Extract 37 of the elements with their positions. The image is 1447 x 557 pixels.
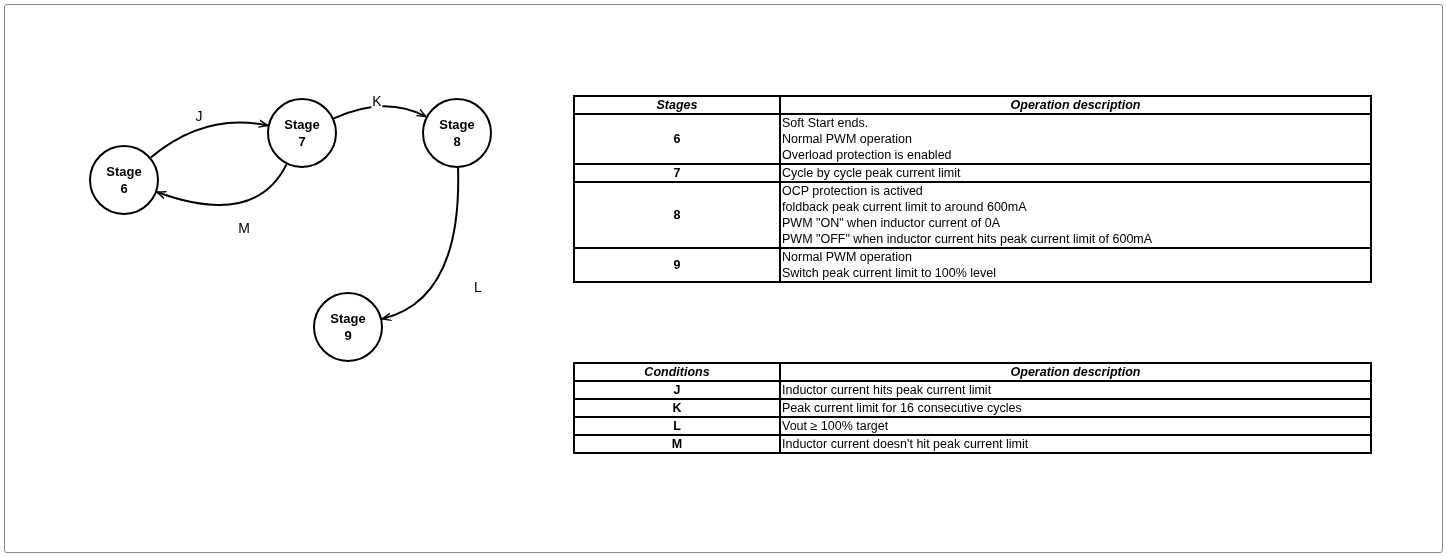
table-cell: Vout ≥ 100% target — [782, 418, 889, 434]
table-cell: Cycle by cycle peak current limit — [782, 165, 961, 181]
state-label: Stage 6 — [105, 163, 143, 197]
table-cell: Overload protection is enabled — [782, 147, 952, 163]
column-header: Stages — [656, 97, 698, 113]
table-cell: Inductor current hits peak current limit — [782, 382, 992, 398]
table-cell: OCP protection is actived — [782, 183, 923, 199]
column-header: Operation description — [1010, 364, 1141, 380]
transition-arrow — [149, 119, 269, 159]
table-cell: 7 — [673, 165, 681, 181]
table-cell: PWM "ON" when inductor current of 0A — [782, 215, 1000, 231]
table-cell: L — [673, 418, 681, 434]
table-cell: Switch peak current limit to 100% level — [782, 265, 996, 281]
column-header: Operation description — [1010, 97, 1141, 113]
transition-arrow — [155, 163, 288, 206]
table-cell: 6 — [673, 131, 681, 147]
table-cell: K — [672, 400, 682, 416]
state-label: Stage 9 — [329, 310, 367, 344]
edge-label: L — [473, 279, 483, 295]
column-header: Conditions — [644, 364, 710, 380]
edge-label: J — [194, 108, 204, 124]
table-cell: 8 — [673, 207, 681, 223]
table-cell: Normal PWM operation — [782, 249, 912, 265]
edge-label: K — [371, 93, 383, 109]
table-cell: Soft Start ends. — [782, 115, 869, 131]
table-cell: PWM "OFF" when inductor current hits peak current limit of 600mA — [782, 231, 1153, 247]
table-cell: M — [671, 436, 683, 452]
edge-label: M — [237, 220, 251, 236]
table-cell: Normal PWM operation — [782, 131, 912, 147]
table-cell: Peak current limit for 16 consecutive cycles — [782, 400, 1022, 416]
state-label: Stage 8 — [438, 116, 476, 150]
table-cell: foldback peak current limit to around 600mA — [782, 199, 1027, 215]
state-label: Stage 7 — [283, 116, 321, 150]
table-cell: J — [673, 382, 681, 398]
table-cell: 9 — [673, 257, 681, 273]
transition-arrow — [332, 105, 428, 120]
table-cell: Inductor current doesn't hit peak current limit — [782, 436, 1029, 452]
